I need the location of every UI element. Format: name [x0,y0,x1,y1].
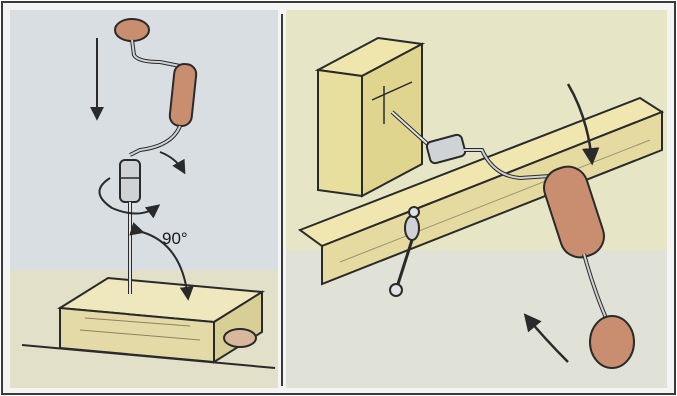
wood-block-left [60,278,262,362]
head-knob-right [590,316,634,368]
wood-post [318,38,422,196]
right-panel [286,10,667,388]
head-knob [115,19,149,41]
clamp-knob [224,329,256,347]
angle-label: 90° [162,229,188,248]
left-panel: 90° [10,10,278,388]
chuck [120,160,140,202]
